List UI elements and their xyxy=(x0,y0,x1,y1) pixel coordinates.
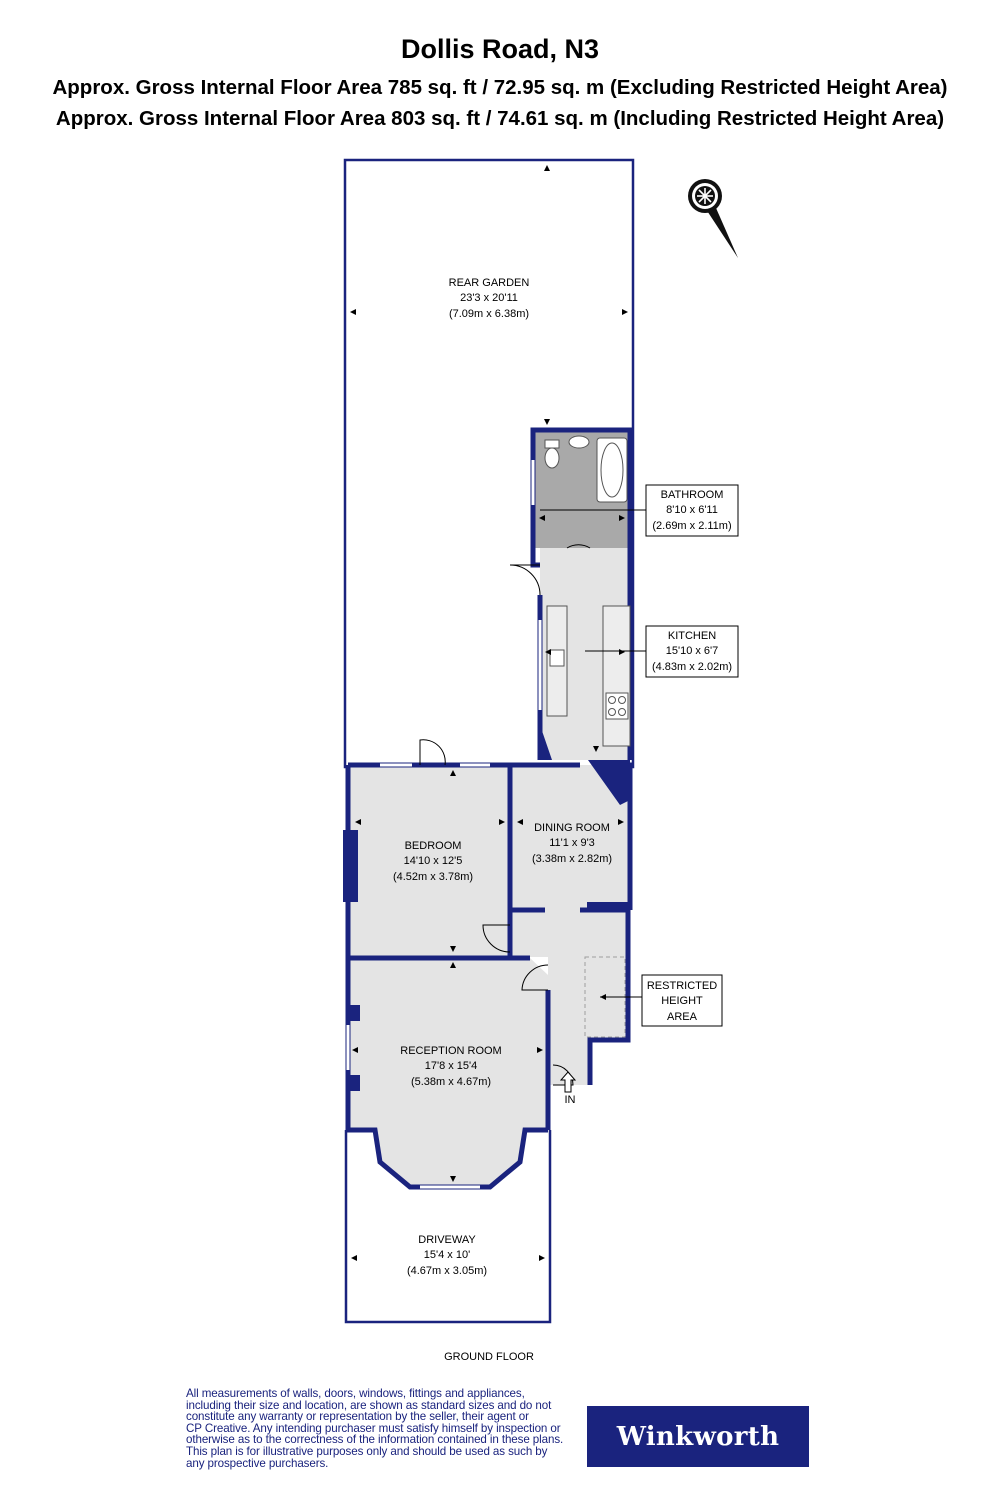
label-boxes xyxy=(641,484,739,1027)
label-rear-garden: REAR GARDEN xyxy=(449,277,530,289)
disclaimer-line: constitute any warranty or representatio… xyxy=(186,1410,529,1424)
label-restricted-3: AREA xyxy=(667,1011,698,1023)
label-kitchen: KITCHEN xyxy=(668,630,716,642)
dimension-arrows xyxy=(352,419,625,1182)
disclaimer-line: any prospective purchasers. xyxy=(186,1456,329,1470)
label-bedroom-imperial: 14'10 x 12'5 xyxy=(404,855,463,867)
disclaimer-text: All measurements of walls, doors, window… xyxy=(186,1388,581,1469)
wall-details xyxy=(343,725,630,1091)
disclaimer-line: This plan is for illustrative purposes o… xyxy=(186,1444,548,1458)
label-restricted-1: RESTRICTED xyxy=(647,980,717,992)
label-entrance: IN xyxy=(565,1094,576,1106)
label-reception-room: RECEPTION ROOM xyxy=(400,1045,501,1057)
label-dining-room-metric: (3.38m x 2.82m) xyxy=(532,853,612,865)
fixtures xyxy=(544,435,631,747)
label-kitchen-imperial: 15'10 x 6'7 xyxy=(666,645,719,657)
compass-icon xyxy=(688,179,738,258)
label-rear-garden-metric: (7.09m x 6.38m) xyxy=(449,308,529,320)
label-dining-room: DINING ROOM xyxy=(534,822,610,834)
floor-area-including: Approx. Gross Internal Floor Area 803 sq… xyxy=(55,107,945,130)
label-ground-floor: GROUND FLOOR xyxy=(444,1351,534,1363)
window-frames xyxy=(345,460,543,1190)
label-driveway: DRIVEWAY xyxy=(418,1234,476,1246)
disclaimer-line: All measurements of walls, doors, window… xyxy=(186,1387,525,1400)
label-restricted-2: HEIGHT xyxy=(661,995,703,1007)
label-bathroom-imperial: 8'10 x 6'11 xyxy=(666,504,718,516)
label-bathroom: BATHROOM xyxy=(661,489,724,501)
driveway-area xyxy=(344,1130,552,1324)
label-reception-room-metric: (5.38m x 4.67m) xyxy=(411,1076,491,1088)
label-bedroom-metric: (4.52m x 3.78m) xyxy=(393,871,473,883)
label-reception-room-imperial: 17'8 x 15'4 xyxy=(425,1060,478,1072)
brand-logo: Winkworth xyxy=(587,1406,809,1467)
leader-lines xyxy=(540,509,646,998)
label-driveway-metric: (4.67m x 3.05m) xyxy=(407,1265,487,1277)
label-dining-room-imperial: 11'1 x 9'3 xyxy=(549,837,595,849)
disclaimer-line: otherwise as to the correctness of the i… xyxy=(186,1433,564,1447)
label-bathroom-metric: (2.69m x 2.11m) xyxy=(652,520,731,532)
label-kitchen-metric: (4.83m x 2.02m) xyxy=(652,661,732,673)
page-title: Dollis Road, N3 xyxy=(400,34,600,64)
label-rear-garden-imperial: 23'3 x 20'11 xyxy=(460,292,518,304)
windows xyxy=(346,460,542,1189)
disclaimer-line: including their size and location, are s… xyxy=(186,1398,552,1412)
room-labels: REAR GARDEN 23'3 x 20'11 (7.09m x 6.38m)… xyxy=(393,277,732,1363)
disclaimer-line: CP Creative. Any intending purchaser mus… xyxy=(186,1421,561,1435)
label-bedroom: BEDROOM xyxy=(405,840,462,852)
floor-area-excluding: Approx. Gross Internal Floor Area 785 sq… xyxy=(52,76,948,99)
entrance-arrow-icon xyxy=(559,1071,577,1093)
label-driveway-imperial: 15'4 x 10' xyxy=(424,1249,470,1261)
